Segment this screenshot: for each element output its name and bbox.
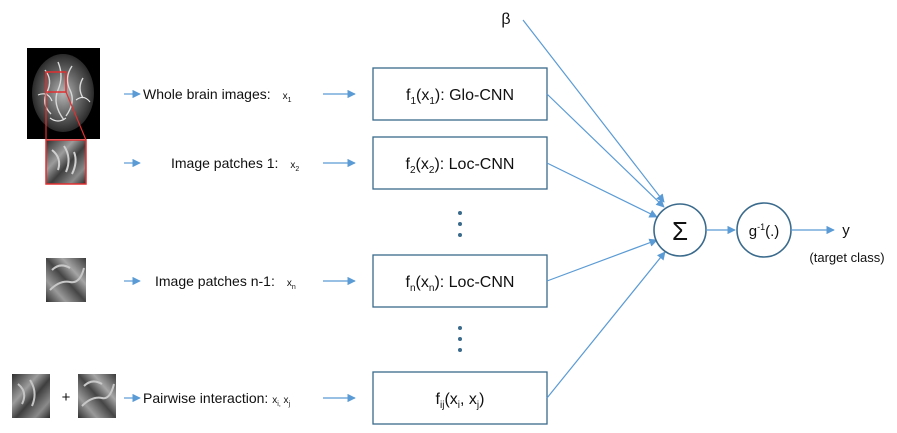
box-pairwise: fij(xi, xj) [372, 371, 548, 425]
box-loc-cnn-1: f2(x2): Loc-CNN [372, 136, 548, 190]
svg-text:fn(xn): Loc-CNN: fn(xn): Loc-CNN [406, 274, 515, 294]
patch-zoom-connector [45, 91, 87, 141]
ellipsis-dots-lower [458, 326, 462, 352]
box-loc-cnn-n: fn(xn): Loc-CNN [372, 254, 548, 308]
row-label-pairwise: Pairwise interaction:xi, xj [143, 390, 291, 408]
image-patch-n-1 [46, 258, 86, 302]
box-glo-cnn: f1(x1): Glo-CNN [372, 67, 548, 121]
output-y: y [842, 222, 850, 239]
arrow-glo-sum [546, 93, 665, 208]
plus-sign: + [62, 389, 71, 406]
arrow-pair-sum [546, 251, 666, 399]
output-note: (target class) [809, 250, 884, 265]
ellipsis-dots-upper [458, 211, 462, 237]
svg-text:fij(xi, xj): fij(xi, xj) [436, 391, 485, 411]
arrow-beta-sum [522, 19, 665, 203]
pair-image-i [12, 374, 50, 418]
svg-text:f1(x1): Glo-CNN: f1(x1): Glo-CNN [406, 87, 514, 107]
arrow-loc1-sum [546, 162, 658, 218]
image-patch-1 [45, 139, 87, 185]
sum-symbol: Σ [672, 216, 688, 246]
beta-label: β [501, 11, 510, 28]
pair-image-j [78, 374, 116, 418]
row-label-patches-n-1: Image patches n-1:xn [155, 273, 296, 291]
svg-text:f2(x2): Loc-CNN: f2(x2): Loc-CNN [406, 156, 515, 176]
link-function-node: g-1(.) [736, 202, 792, 258]
sum-node: Σ [653, 203, 707, 257]
row-label-whole-brain: Whole brain images:x1 [143, 86, 292, 104]
whole-brain-image [27, 48, 100, 139]
arrow-locn-sum [546, 238, 658, 282]
svg-text:g-1(.): g-1(.) [749, 222, 780, 240]
row-label-patches-1: Image patches 1:x2 [171, 155, 299, 173]
